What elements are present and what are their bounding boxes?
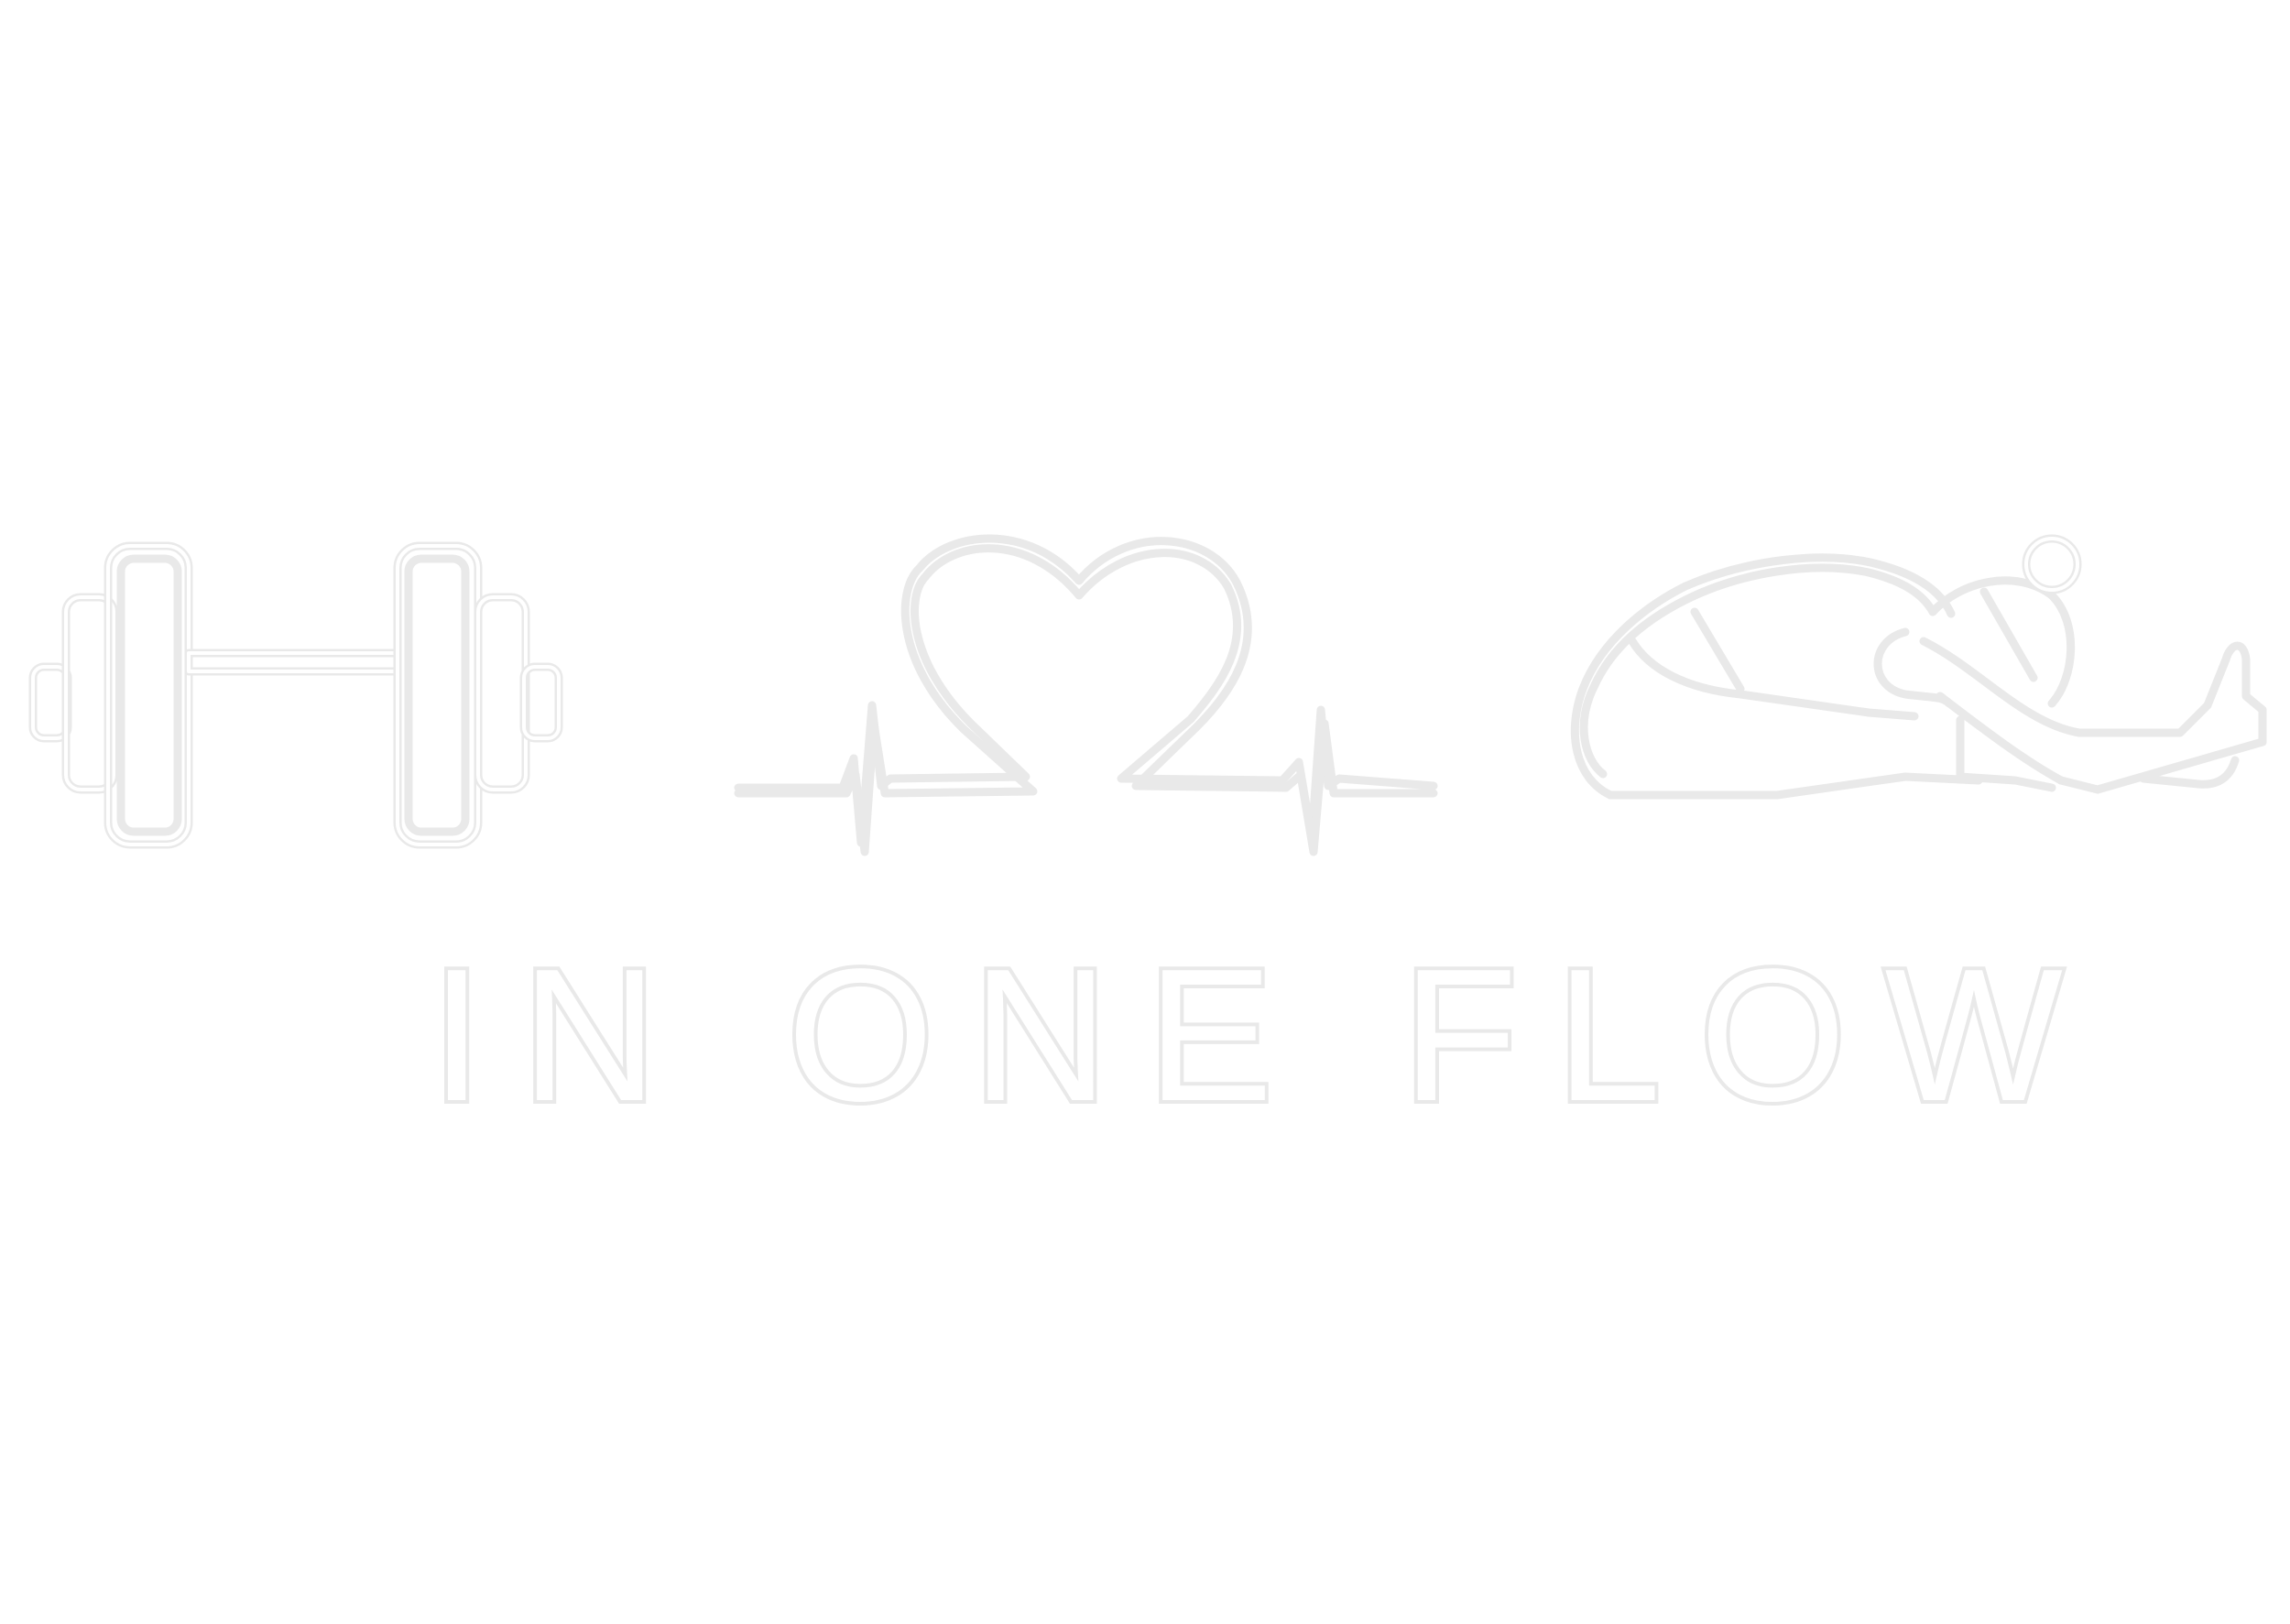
yoga-child-pose-icon (1570, 534, 2267, 800)
barbell-icon (28, 541, 563, 849)
brand-name: IN ONE FLOW (427, 930, 2101, 1140)
heartbeat-icon (734, 534, 1438, 856)
